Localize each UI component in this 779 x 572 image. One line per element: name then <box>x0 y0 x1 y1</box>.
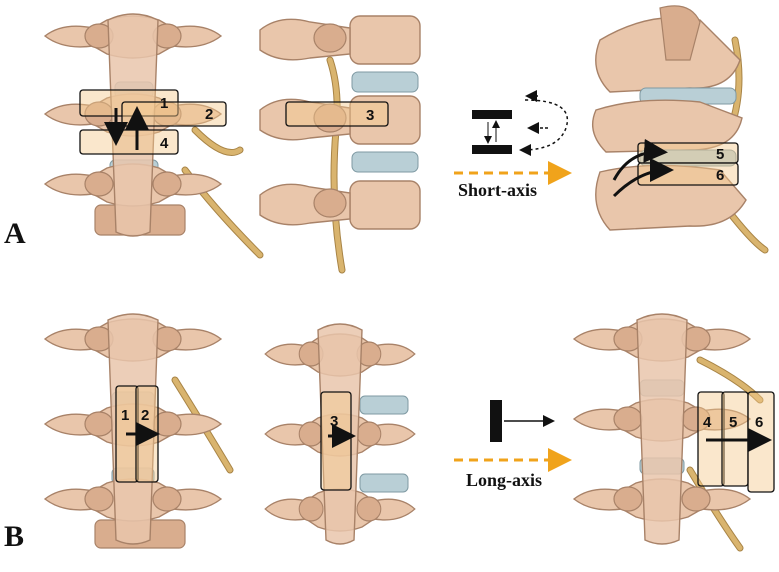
roi-label-a-3: 3 <box>366 107 374 124</box>
roi-label-a-4: 4 <box>160 135 169 152</box>
roi-box-b-3 <box>320 391 352 491</box>
panel-b-result-view: 4 5 6 <box>573 313 775 552</box>
roi-label-a-5: 5 <box>716 146 724 163</box>
roi-label-b-2: 2 <box>141 407 149 424</box>
panel-a-oblique-result: 5 6 <box>592 5 769 254</box>
curved-arrow-icon <box>612 138 668 181</box>
short-axis-rotation-icon <box>472 90 569 156</box>
short-axis-label: Short-axis <box>458 180 537 200</box>
roi-label-a-6: 6 <box>716 167 724 184</box>
panel-b-posterior-view: 1 2 <box>44 313 234 549</box>
long-axis-label: Long-axis <box>466 470 542 490</box>
roi-box-a-3 <box>285 101 389 127</box>
roi-label-b-4: 4 <box>703 414 712 431</box>
roi-label-b-5: 5 <box>729 414 737 431</box>
panel-letter-b: B <box>4 520 24 553</box>
roi-box-b-6 <box>747 391 775 493</box>
long-axis-translation-icon <box>490 400 555 442</box>
roi-label-b-3: 3 <box>330 413 338 430</box>
panel-a: A 1 2 4 <box>4 5 769 274</box>
panel-a-posterior-view: 1 2 4 <box>44 13 264 259</box>
roi-label-a-2: 2 <box>205 106 213 123</box>
roi-label-b-1: 1 <box>121 407 129 424</box>
roi-label-a-1: 1 <box>160 95 168 112</box>
curved-arrow-icon-2 <box>612 158 674 198</box>
panel-a-lateral-view: 3 <box>259 15 421 274</box>
roi-label-b-6: 6 <box>755 414 763 431</box>
panel-b-oblique-view: 3 <box>264 323 416 545</box>
panel-b: B 1 2 3 <box>4 313 775 553</box>
panel-letter-a: A <box>4 217 26 250</box>
